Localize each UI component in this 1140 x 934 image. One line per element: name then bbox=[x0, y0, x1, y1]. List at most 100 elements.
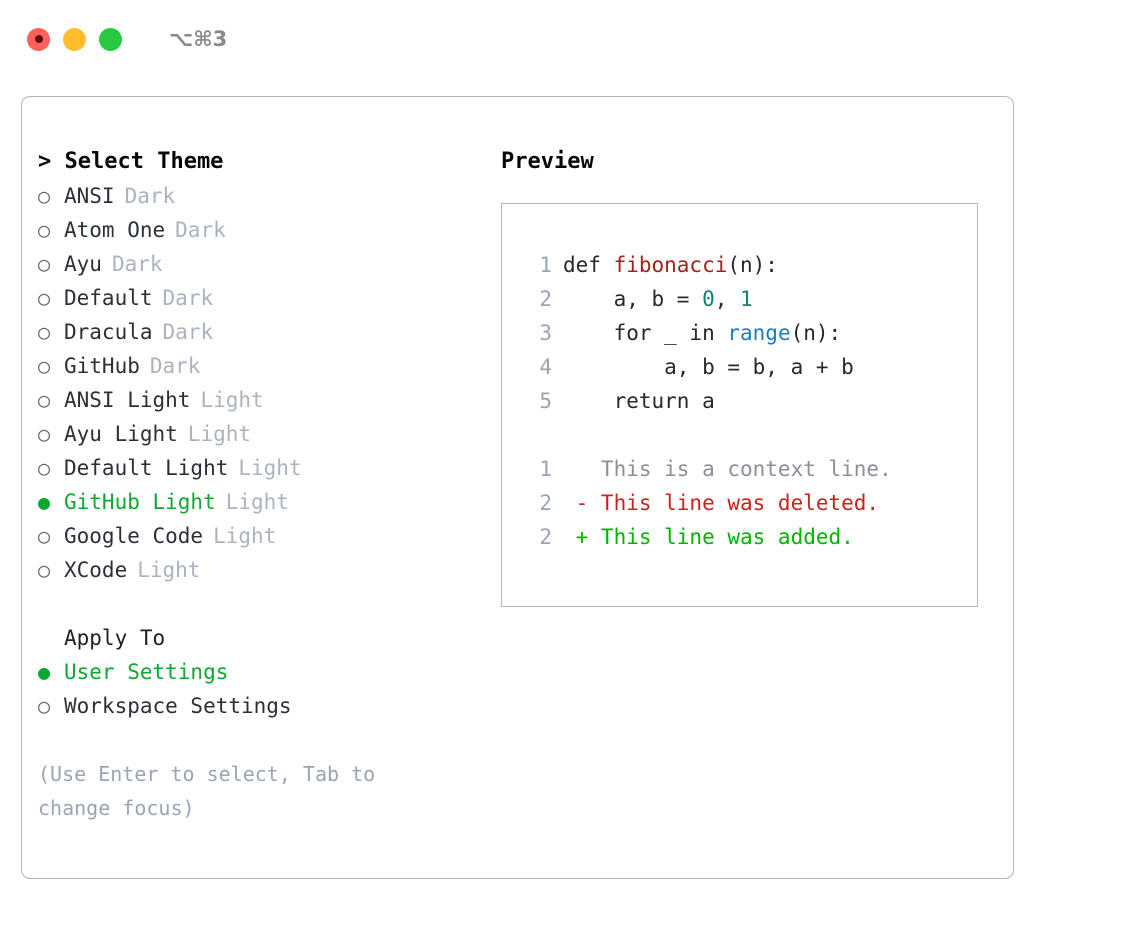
code-line-text: return a bbox=[563, 384, 715, 418]
radio-unselected-icon: ○ bbox=[38, 694, 51, 718]
radio-unselected-icon: ○ bbox=[38, 422, 51, 446]
code-line-row: 3 for _ in range(n): bbox=[522, 316, 977, 350]
radio-selected-icon: ● bbox=[38, 660, 51, 684]
line-number: 1 bbox=[539, 253, 552, 277]
code-line-text: for _ in range(n): bbox=[563, 316, 842, 350]
theme-option-name: Default bbox=[64, 286, 153, 310]
theme-option-badge: Dark bbox=[111, 252, 163, 276]
theme-option-badge: Dark bbox=[149, 354, 201, 378]
theme-option-badge: Light bbox=[213, 524, 277, 548]
theme-option-badge: Dark bbox=[175, 218, 226, 242]
code-line-text: This is a context line. bbox=[563, 452, 892, 486]
theme-option-row[interactable]: ● GitHub Light Light bbox=[38, 485, 488, 519]
theme-option-name: XCode bbox=[64, 558, 128, 582]
line-number: 3 bbox=[539, 321, 552, 345]
theme-option-badge: Light bbox=[238, 456, 302, 480]
diff-line-row: 2 - This line was deleted. bbox=[522, 486, 977, 520]
radio-unselected-icon: ○ bbox=[38, 524, 51, 548]
maximize-button[interactable] bbox=[99, 27, 122, 51]
theme-option-name: Atom One bbox=[64, 218, 166, 242]
apply-to-header: Apply To bbox=[64, 626, 166, 650]
code-line-text: a, b = b, a + b bbox=[563, 350, 854, 384]
radio-unselected-icon: ○ bbox=[38, 388, 51, 412]
keyboard-hint-text: (Use Enter to select, Tab to change focu… bbox=[38, 762, 376, 820]
theme-option-row[interactable]: ○ Google Code Light bbox=[38, 519, 488, 553]
line-number: 2 bbox=[539, 287, 552, 311]
theme-option-name: GitHub bbox=[64, 354, 140, 378]
radio-unselected-icon: ○ bbox=[38, 354, 51, 378]
apply-to-option-name: Workspace Settings bbox=[64, 694, 292, 718]
code-token: - This line was deleted. bbox=[563, 491, 880, 515]
code-token: + This line was added. bbox=[563, 525, 854, 549]
theme-option-row[interactable]: ○ Ayu Light Light bbox=[38, 417, 488, 451]
theme-option-row[interactable]: ○ ANSI Light Light bbox=[38, 383, 488, 417]
select-theme-header: > Select Theme bbox=[38, 149, 224, 174]
radio-unselected-icon: ○ bbox=[38, 286, 51, 310]
theme-option-name: Ayu Light bbox=[64, 422, 178, 446]
theme-option-row[interactable]: ○ Atom One Dark bbox=[38, 213, 488, 247]
theme-option-name: Default Light bbox=[64, 456, 229, 480]
theme-option-name: Google Code bbox=[64, 524, 204, 548]
theme-option-badge: Dark bbox=[162, 320, 214, 344]
code-token: (n): bbox=[790, 321, 842, 345]
keyboard-shortcut-label: ⌥⌘3 bbox=[169, 27, 228, 51]
code-token: range bbox=[727, 321, 791, 345]
theme-option-badge: Light bbox=[137, 558, 201, 582]
minimize-button[interactable] bbox=[63, 27, 86, 51]
code-token: a, b = bbox=[563, 287, 703, 311]
line-number: 5 bbox=[539, 389, 552, 413]
code-line-row: 4 a, b = b, a + b bbox=[522, 350, 977, 384]
code-token: (n): bbox=[727, 253, 778, 277]
code-line-row: 5 return a bbox=[522, 384, 977, 418]
line-number: 2 bbox=[539, 491, 552, 515]
line-number: 1 bbox=[539, 457, 552, 481]
code-line-text: - This line was deleted. bbox=[563, 486, 879, 520]
title-bar: ⌥⌘3 bbox=[0, 0, 1140, 78]
theme-option-badge: Light bbox=[200, 388, 264, 412]
code-line-text: + This line was added. bbox=[563, 520, 854, 554]
code-token: a, b = b, a + b bbox=[563, 355, 854, 379]
theme-option-badge: Light bbox=[225, 490, 289, 514]
radio-unselected-icon: ○ bbox=[38, 218, 51, 242]
code-token: This is a context line. bbox=[563, 457, 892, 481]
code-token: , bbox=[714, 287, 741, 311]
apply-to-option-row[interactable]: ● User Settings bbox=[38, 655, 488, 689]
code-token: 1 bbox=[740, 287, 753, 311]
code-line-row: 1 def fibonacci(n): bbox=[522, 248, 977, 282]
code-token: fibonacci bbox=[613, 253, 728, 277]
code-token: for _ in bbox=[563, 321, 728, 345]
line-number: 2 bbox=[539, 525, 552, 549]
line-number: 4 bbox=[539, 355, 552, 379]
theme-option-row[interactable]: ○ XCode Light bbox=[38, 553, 488, 587]
theme-option-badge: Dark bbox=[124, 184, 176, 208]
code-diff-spacer bbox=[522, 418, 977, 452]
radio-unselected-icon: ○ bbox=[38, 320, 51, 344]
radio-selected-icon: ● bbox=[38, 490, 51, 514]
theme-option-name: GitHub Light bbox=[64, 490, 216, 514]
code-line-text: a, b = 0, 1 bbox=[563, 282, 753, 316]
diff-sample: 1 This is a context line.2 - This line w… bbox=[522, 452, 977, 554]
apply-to-list: ● User Settings ○ Workspace Settings bbox=[38, 655, 488, 723]
theme-option-row[interactable]: ○ GitHub Dark bbox=[38, 349, 488, 383]
theme-option-badge: Light bbox=[187, 422, 252, 446]
apply-to-option-row[interactable]: ○ Workspace Settings bbox=[38, 689, 488, 723]
close-button[interactable] bbox=[27, 27, 50, 51]
theme-option-name: ANSI bbox=[64, 184, 115, 208]
code-token: def bbox=[563, 253, 614, 277]
apply-to-option-name: User Settings bbox=[64, 660, 229, 684]
radio-unselected-icon: ○ bbox=[38, 558, 51, 582]
theme-option-name: ANSI Light bbox=[64, 388, 191, 412]
diff-line-row: 1 This is a context line. bbox=[522, 452, 977, 486]
list-spacer bbox=[38, 587, 488, 621]
